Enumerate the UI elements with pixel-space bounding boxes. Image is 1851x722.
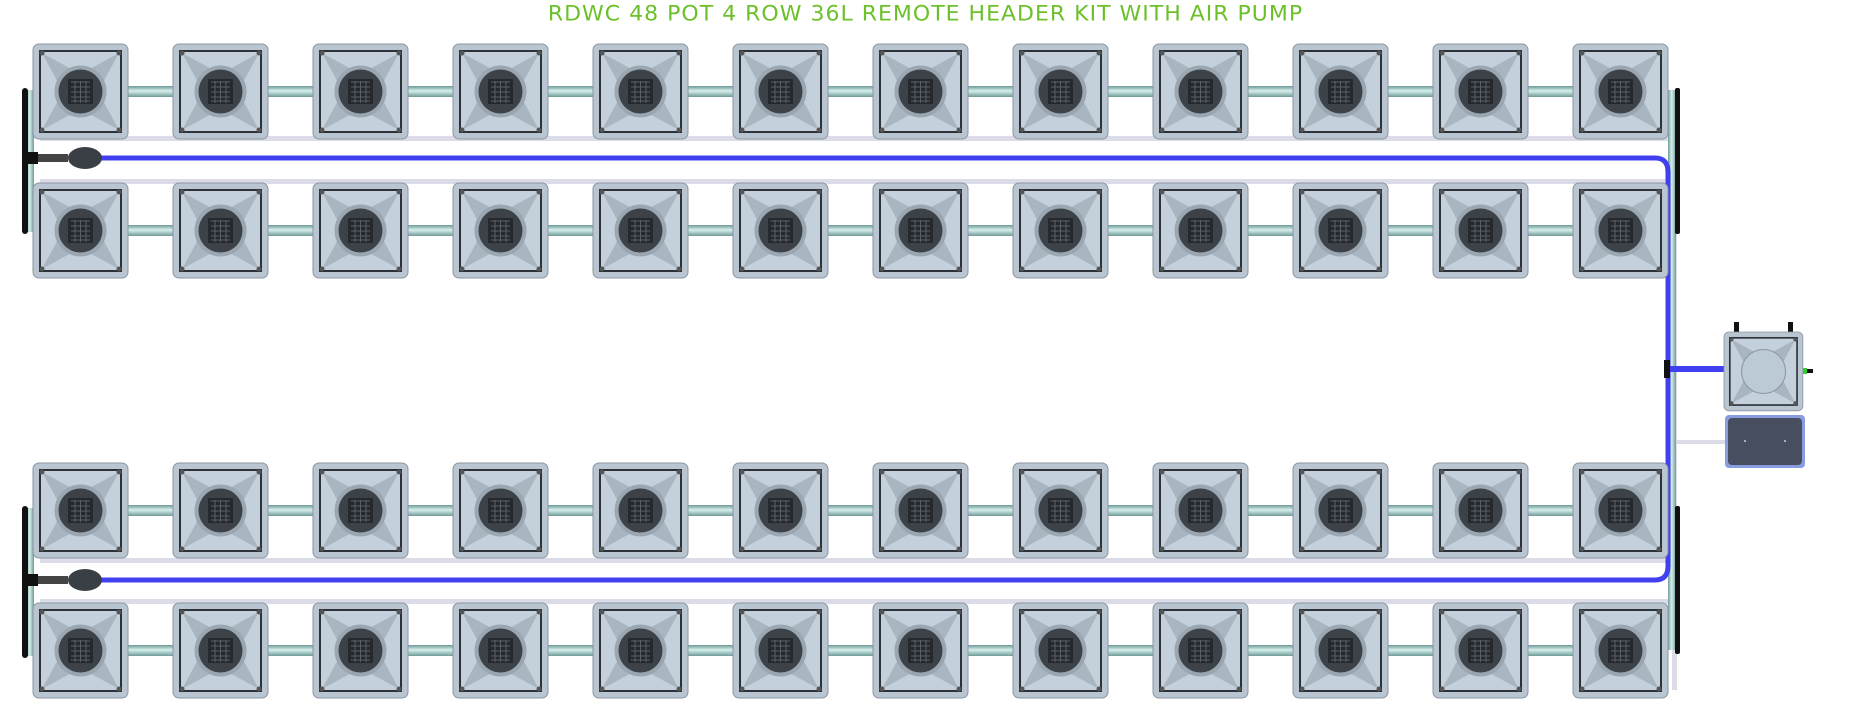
grow-pot bbox=[732, 602, 829, 699]
grow-pot bbox=[592, 43, 689, 140]
grow-pot bbox=[1012, 602, 1109, 699]
control-reservoir bbox=[1725, 415, 1805, 468]
grow-pot bbox=[732, 182, 829, 279]
pot-connecting-pipes bbox=[73, 86, 1613, 656]
grow-pot bbox=[1572, 462, 1669, 559]
grow-pot bbox=[1432, 602, 1529, 699]
grow-pot bbox=[312, 182, 409, 279]
grow-pot bbox=[452, 462, 549, 559]
grow-pot bbox=[452, 182, 549, 279]
row-pipe bbox=[73, 225, 1613, 236]
grow-pot bbox=[1152, 43, 1249, 140]
grow-pot bbox=[312, 602, 409, 699]
grow-pot bbox=[1012, 43, 1109, 140]
grow-pot bbox=[872, 43, 969, 140]
grow-pot bbox=[732, 462, 829, 559]
grow-pot bbox=[32, 182, 129, 279]
grow-pot bbox=[32, 602, 129, 699]
row-pipe bbox=[73, 86, 1613, 97]
grow-pot bbox=[1152, 182, 1249, 279]
air-lines bbox=[95, 155, 1726, 583]
grow-pot bbox=[32, 462, 129, 559]
grow-pot bbox=[172, 602, 269, 699]
grow-pot bbox=[32, 43, 129, 140]
grow-pot bbox=[1152, 462, 1249, 559]
grow-pot bbox=[872, 602, 969, 699]
grow-pot bbox=[1432, 182, 1529, 279]
left-headers bbox=[22, 88, 1680, 658]
grow-pot bbox=[592, 182, 689, 279]
grow-pot bbox=[312, 43, 409, 140]
grow-pot bbox=[1292, 43, 1389, 140]
grow-pot bbox=[312, 462, 409, 559]
grow-pot bbox=[1012, 462, 1109, 559]
grow-pot bbox=[1572, 182, 1669, 279]
grow-pot bbox=[1572, 43, 1669, 140]
air-pump bbox=[1723, 322, 1813, 412]
grow-pot bbox=[1012, 182, 1109, 279]
grow-pot bbox=[872, 462, 969, 559]
grow-pot bbox=[1432, 43, 1529, 140]
air-valve-icon bbox=[28, 147, 102, 169]
grow-pot bbox=[1432, 462, 1529, 559]
grow-pot bbox=[1572, 602, 1669, 699]
grow-pot bbox=[1152, 602, 1249, 699]
row-pipe bbox=[73, 645, 1613, 656]
air-valves bbox=[28, 147, 102, 591]
row-pipe bbox=[73, 505, 1613, 516]
grow-pot bbox=[1292, 182, 1389, 279]
grow-pot bbox=[452, 602, 549, 699]
grow-pot bbox=[592, 602, 689, 699]
grow-pot bbox=[452, 43, 549, 140]
diagram-title: RDWC 48 POT 4 ROW 36L REMOTE HEADER KIT … bbox=[547, 2, 1304, 27]
grow-pot bbox=[732, 43, 829, 140]
grow-pot bbox=[592, 462, 689, 559]
grow-pot bbox=[1292, 462, 1389, 559]
air-valve-icon bbox=[28, 569, 102, 591]
grow-pot bbox=[172, 462, 269, 559]
grow-pot bbox=[872, 182, 969, 279]
grow-pot bbox=[1292, 602, 1389, 699]
grow-pot bbox=[172, 182, 269, 279]
grow-pot bbox=[172, 43, 269, 140]
